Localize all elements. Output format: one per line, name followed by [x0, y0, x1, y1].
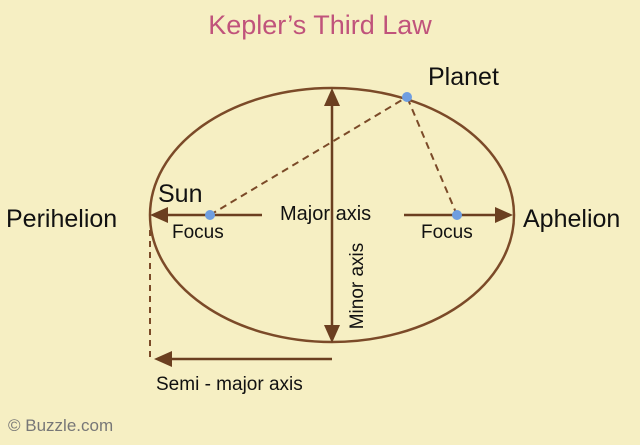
semi-major-axis-label: Semi - major axis — [156, 374, 303, 395]
aphelion-label: Aphelion — [523, 205, 621, 233]
major-axis-label: Major axis — [280, 203, 372, 225]
semi-major-axis-arrowhead — [154, 351, 172, 367]
minor-axis-arrowhead-top — [324, 88, 340, 106]
minor-axis-label: Minor axis — [347, 242, 368, 330]
sun-label: Sun — [158, 180, 203, 208]
focus-to-planet-dashed-line — [209, 96, 408, 216]
minor-axis-arrowhead-bottom — [324, 325, 340, 343]
planet-label: Planet — [428, 63, 499, 91]
right-focus-label: Focus — [421, 222, 473, 243]
credit-text: © Buzzle.com — [8, 416, 114, 435]
perihelion-label: Perihelion — [6, 205, 118, 233]
major-axis-left-arrowhead — [150, 207, 168, 223]
right-focus-point — [452, 210, 462, 220]
focus-to-planet-dashed-line — [406, 96, 458, 216]
major-axis-right-arrowhead — [495, 207, 513, 223]
diagram-title: Kepler’s Third Law — [208, 10, 432, 40]
planet-point — [402, 92, 412, 102]
left-focus-point — [205, 210, 215, 220]
left-focus-label: Focus — [172, 222, 224, 243]
